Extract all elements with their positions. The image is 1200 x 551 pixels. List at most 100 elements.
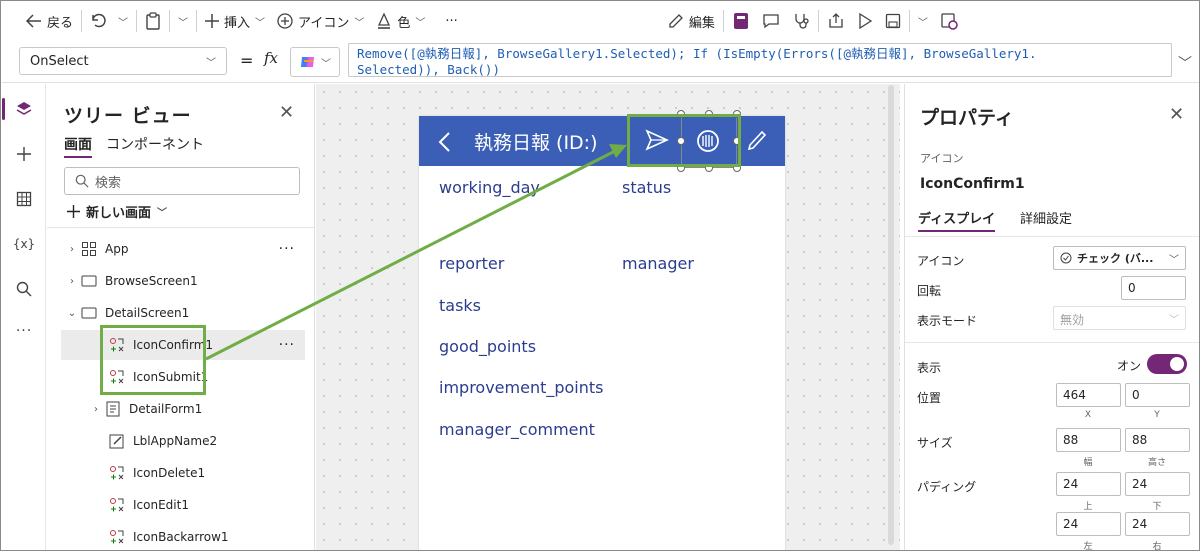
app-checker-button[interactable] (786, 6, 816, 36)
divider (722, 10, 724, 32)
search-placeholder: 検索 (95, 175, 122, 191)
new-screen-button[interactable]: 新しい画面 ﹀ (67, 202, 167, 221)
padding-top-input[interactable]: 24 (1056, 472, 1121, 496)
height-input[interactable]: 88 (1125, 428, 1190, 452)
paste-button[interactable] (139, 6, 167, 36)
variables-icon: {x} (12, 237, 36, 251)
undo-button[interactable] (84, 6, 112, 36)
save-dropdown[interactable]: ﹀ (912, 6, 934, 36)
expand-formula-icon[interactable]: ﹀ (1178, 56, 1192, 72)
icon-control-icon (107, 369, 127, 385)
close-icon[interactable]: ✕ (1169, 104, 1185, 125)
publish-button[interactable] (934, 6, 964, 36)
properties-title: プロパティ (920, 107, 1014, 129)
field-status[interactable]: status (622, 178, 672, 197)
tree-node-iconedit1[interactable]: IconEdit1 (47, 490, 305, 520)
insert-label: 挿入 (224, 15, 251, 31)
field-reporter[interactable]: reporter (439, 254, 505, 273)
paste-dropdown[interactable]: ﹀ (172, 6, 194, 36)
tree-node-app[interactable]: › App ··· (47, 234, 305, 264)
field-manager[interactable]: manager (622, 254, 694, 273)
tab-display[interactable]: ディスプレイ (918, 208, 996, 232)
search-rail-button[interactable] (2, 274, 46, 304)
tab-advanced[interactable]: 詳細設定 (1020, 212, 1073, 227)
right-caption: 右 (1152, 542, 1162, 551)
copilot-button[interactable]: ﹀ (290, 47, 340, 77)
field-tasks[interactable]: tasks (439, 296, 482, 315)
field-working-day[interactable]: working_day (439, 178, 540, 197)
more-options-icon[interactable]: ··· (278, 241, 295, 257)
pencil-icon[interactable] (747, 130, 767, 152)
padding-left-input[interactable]: 24 (1056, 512, 1121, 536)
tree-node-lblappname2[interactable]: LblAppName2 (47, 426, 305, 456)
x-input[interactable]: 464 (1056, 383, 1121, 407)
check-badge-icon[interactable] (696, 129, 720, 153)
visible-toggle[interactable] (1147, 354, 1187, 374)
undo-dropdown[interactable]: ﹀ (112, 6, 134, 36)
display-mode-dropdown[interactable]: 無効 ﹀ (1053, 306, 1186, 330)
padding-right-input[interactable]: 24 (1125, 512, 1190, 536)
tree-node-icondelete1[interactable]: IconDelete1 (47, 458, 305, 488)
icon-menu-button[interactable]: アイコン ﹀ (271, 6, 370, 36)
more-rail-button[interactable]: ··· (2, 316, 46, 346)
chevron-right-icon: › (94, 403, 98, 415)
tree-node-iconsubmit1[interactable]: IconSubmit1 (47, 362, 305, 392)
more-options-icon[interactable]: ··· (278, 337, 295, 353)
bottom-caption: 下 (1152, 502, 1162, 512)
command-bar: 戻る ﹀ ﹀ 挿入 ﹀ アイコン ﹀ 色 ﹀ ··· 編集 (2, 2, 1199, 40)
play-icon (859, 13, 873, 29)
design-canvas[interactable]: 執務日報 (ID:) working_day status reporter m… (316, 84, 900, 550)
insert-button[interactable]: 挿入 ﹀ (199, 6, 271, 36)
divider (47, 227, 315, 228)
comments-view-button[interactable] (726, 6, 756, 36)
divider (196, 10, 198, 32)
more-commands-button[interactable]: ··· (439, 6, 463, 36)
width-input[interactable]: 88 (1056, 428, 1121, 452)
send-icon[interactable] (645, 129, 669, 151)
selection-handle[interactable] (677, 137, 685, 145)
tab-screens[interactable]: 画面 (64, 134, 92, 158)
stethoscope-icon (795, 14, 809, 29)
preview-button[interactable] (851, 6, 879, 36)
tree-title: ツリー ビュー (64, 105, 192, 127)
tree-node-iconbackarrow1[interactable]: IconBackarrow1 (47, 522, 305, 550)
back-arrow-icon[interactable] (437, 131, 451, 153)
tree-node-detailform1[interactable]: › DetailForm1 (47, 394, 305, 424)
chevron-right-icon: › (70, 243, 74, 255)
plus-icon (67, 205, 80, 218)
formula-input[interactable]: Remove([@執務日報], BrowseGallery1.Selected)… (348, 43, 1172, 77)
fx-icon: fx (264, 49, 279, 67)
close-icon[interactable]: ✕ (279, 102, 295, 123)
tree-node-browsescreen1[interactable]: › BrowseScreen1 (47, 266, 305, 296)
position-label: 位置 (917, 391, 942, 405)
edit-button[interactable]: 編集 (662, 6, 721, 36)
insert-rail-button[interactable] (2, 139, 46, 169)
property-selector[interactable]: OnSelect ﹀ (19, 47, 227, 75)
chevron-down-icon: ﹀ (118, 17, 129, 29)
data-button[interactable] (2, 184, 46, 214)
table-icon (16, 191, 32, 207)
y-input[interactable]: 0 (1125, 383, 1190, 407)
detail-screen[interactable]: 執務日報 (ID:) working_day status reporter m… (419, 110, 785, 550)
back-button[interactable]: 戻る (20, 6, 79, 36)
field-improvement-points[interactable]: improvement_points (439, 378, 604, 397)
canvas-scrollbar[interactable] (888, 85, 894, 545)
notebook-icon (733, 13, 748, 29)
comment-button[interactable] (756, 6, 786, 36)
comment-icon (763, 14, 779, 29)
formula-line-2: Selected)), Back()) (357, 62, 500, 77)
padding-bottom-input[interactable]: 24 (1125, 472, 1190, 496)
field-good-points[interactable]: good_points (439, 337, 537, 356)
tab-components[interactable]: コンポーネント (106, 137, 204, 153)
color-button[interactable]: 色 ﹀ (370, 6, 431, 36)
icon-dropdown[interactable]: チェック (バ... ﹀ (1053, 246, 1186, 270)
tree-node-detailscreen1[interactable]: ⌄ DetailScreen1 (47, 298, 305, 328)
tree-view-button[interactable] (2, 94, 46, 124)
save-button[interactable] (879, 6, 907, 36)
share-button[interactable] (821, 6, 851, 36)
tree-search-input[interactable]: 検索 (64, 167, 300, 195)
rotation-input[interactable]: 0 (1121, 276, 1186, 300)
field-manager-comment[interactable]: manager_comment (439, 420, 595, 439)
variables-button[interactable]: {x} (2, 229, 46, 259)
